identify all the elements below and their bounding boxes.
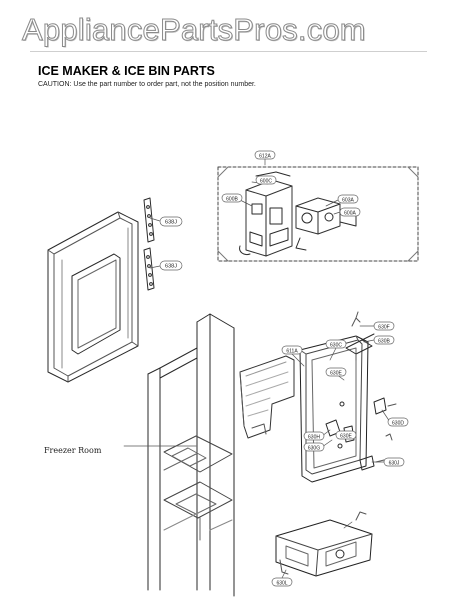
mounting-strips <box>143 197 155 291</box>
freezer-cabinet <box>147 313 235 597</box>
door-brackets-screws <box>351 311 397 471</box>
callout-label-612A: 612A <box>259 154 271 160</box>
callout-638J-top: 638J <box>159 216 183 227</box>
callout-label-630C: 630C <box>330 343 342 349</box>
callout-label-638J-top: 638J <box>165 220 177 226</box>
callout-600C: 600C <box>255 175 277 185</box>
watermark-logo: AppliancePartsPros.com <box>22 12 367 48</box>
callout-label-600A: 600A <box>344 211 356 217</box>
callout-630C: 630C <box>325 339 347 349</box>
callout-630E-bottom: 630E <box>335 430 357 440</box>
ice-bin <box>239 355 295 439</box>
callout-611A: 611A <box>281 345 303 355</box>
callout-630J: 630J <box>383 457 405 467</box>
callout-630H: 630H <box>303 431 325 441</box>
icemaker-assembly-box <box>217 166 419 262</box>
header-divider <box>30 51 427 52</box>
callout-600B: 600B <box>221 193 243 203</box>
callout-label-630F: 630F <box>378 325 389 331</box>
callout-label-611A: 611A <box>286 349 298 355</box>
callout-630L: 630L <box>271 577 293 587</box>
callout-label-638J-bottom: 638J <box>165 264 177 270</box>
callout-630G: 630G <box>303 442 325 452</box>
callout-638J-bottom: 638J <box>159 260 183 271</box>
callout-603A: 603A <box>337 194 359 204</box>
auger-motor-tray <box>275 511 373 577</box>
callout-label-630H: 630H <box>308 435 320 441</box>
callout-label-630D: 630D <box>392 421 404 427</box>
page-title: ICE MAKER & ICE BIN PARTS <box>38 64 215 78</box>
caution-note: CAUTION: Use the part number to order pa… <box>38 81 256 88</box>
freezer-room-label: Freezer Room <box>44 446 102 455</box>
callout-label-630B: 630B <box>378 339 390 345</box>
callout-612A: 612A <box>254 150 276 160</box>
callout-label-600C: 600C <box>260 179 272 185</box>
callout-label-630G: 630G <box>308 446 320 452</box>
callout-600A: 600A <box>339 207 361 217</box>
callout-630B: 630B <box>373 335 395 345</box>
callout-630E-top: 630E <box>325 367 347 377</box>
callout-label-603A: 603A <box>342 198 354 204</box>
callout-630D: 630D <box>387 417 409 427</box>
ice-bin-door-frame <box>47 211 139 383</box>
callout-label-630J: 630J <box>389 461 400 467</box>
callout-label-630E-top: 630E <box>330 371 342 377</box>
callout-label-630L: 630L <box>276 581 287 587</box>
callout-label-600B: 600B <box>226 197 238 203</box>
callout-label-630E-bottom: 630E <box>340 434 352 440</box>
callout-630F: 630F <box>373 321 395 331</box>
ice-door-panel <box>299 333 375 483</box>
